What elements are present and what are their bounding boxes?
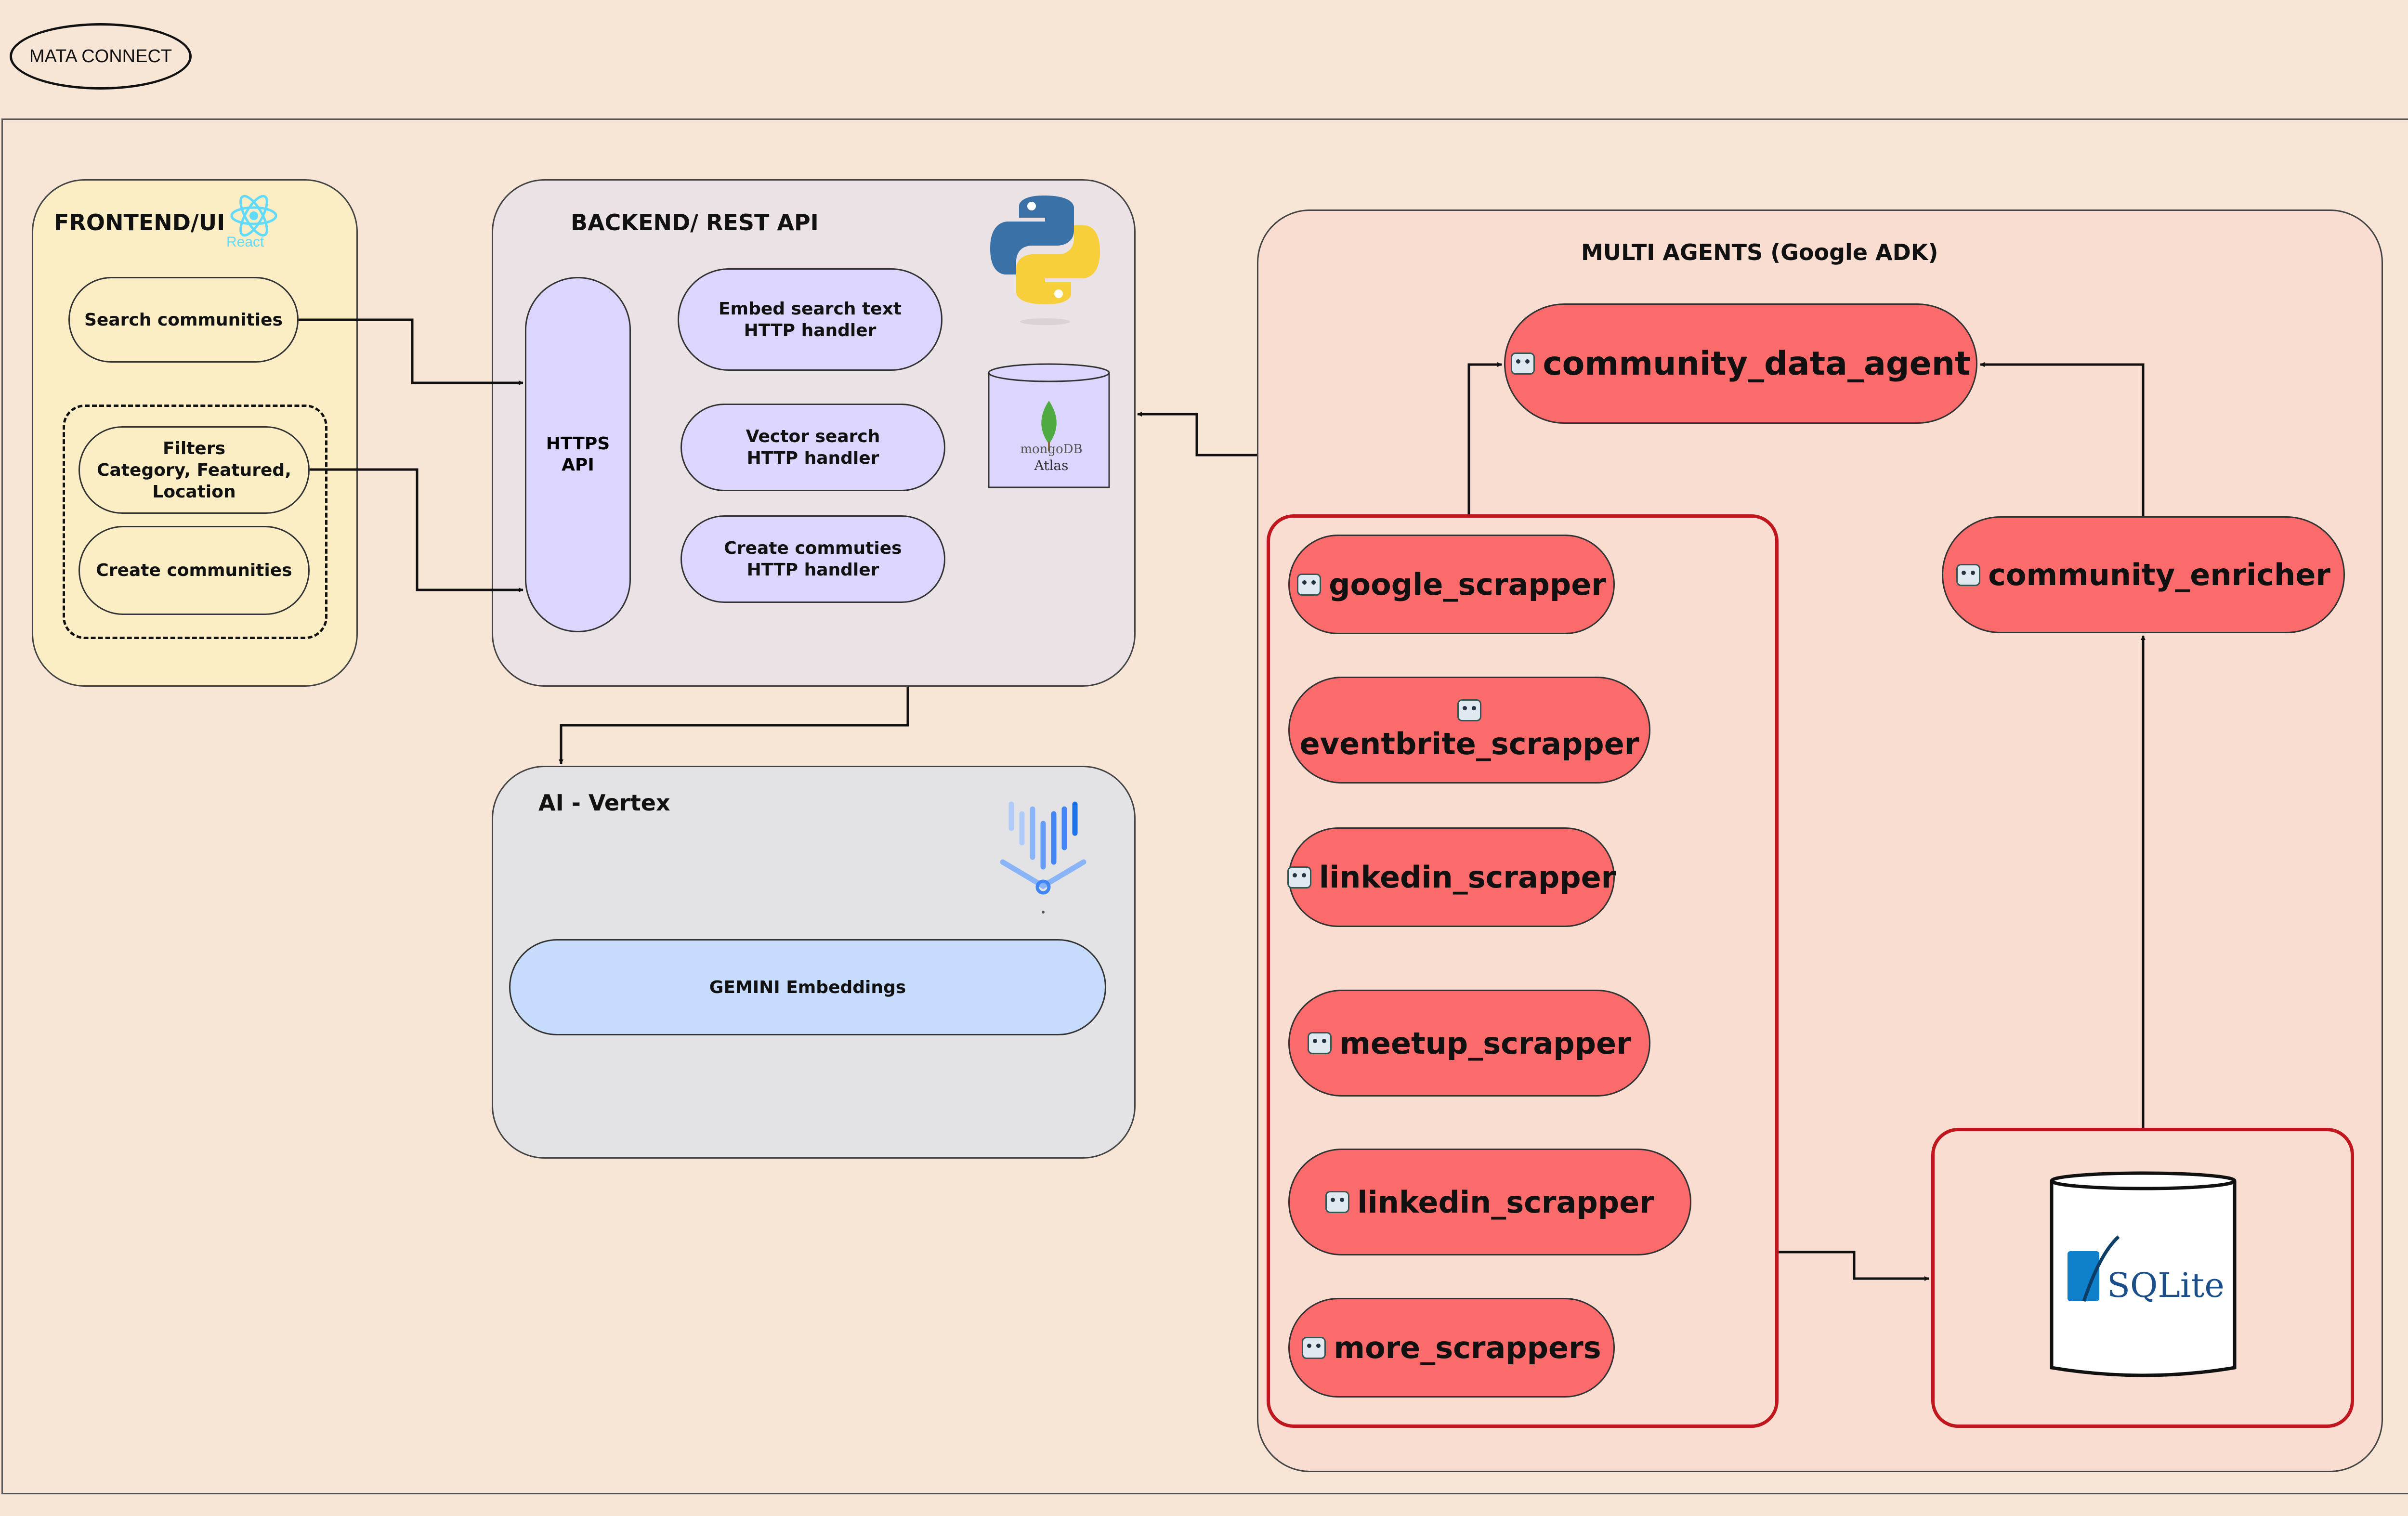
community-data-agent-node: community_data_agent — [1504, 303, 1977, 424]
vector-search-handler-node: Vector search HTTP handler — [681, 404, 945, 491]
frontend-actions-group — [63, 405, 327, 639]
sqlite-database-icon — [2049, 1170, 2237, 1382]
create-handler-sub: HTTP handler — [746, 560, 879, 580]
sqlite-storage-group — [1931, 1128, 2354, 1428]
create-communities-label: Create communities — [96, 561, 292, 580]
robot-icon — [1325, 1191, 1350, 1213]
embed-handler-sub: HTTP handler — [744, 320, 877, 340]
linkedin-scrapper-2-label: linkedin_scrapper — [1357, 1184, 1654, 1220]
linkedin-scrapper-label: linkedin_scrapper — [1319, 860, 1616, 895]
robot-icon — [1956, 563, 1981, 586]
robot-icon — [1287, 866, 1311, 889]
robot-icon — [1302, 1336, 1326, 1359]
create-handler-title: Create commuties — [724, 538, 902, 558]
meetup-scrapper-label: meetup_scrapper — [1339, 1025, 1631, 1061]
community-data-agent-label: community_data_agent — [1543, 344, 1971, 383]
robot-icon — [1297, 573, 1322, 596]
filters-label: Filters — [162, 438, 226, 458]
more-scrappers-label: more_scrappers — [1334, 1330, 1601, 1365]
diagram-frame — [1, 118, 2408, 1494]
scrappers-group — [1267, 514, 1779, 1428]
filters-node: Filters Category, Featured, Location — [79, 426, 310, 514]
google-scrapper-node: google_scrapper — [1288, 535, 1615, 634]
vertex-ai-icon — [997, 795, 1103, 920]
meetup-scrapper-node: meetup_scrapper — [1288, 990, 1650, 1097]
sqlite-label: SQLite — [2107, 1266, 2225, 1305]
robot-icon — [1511, 353, 1535, 375]
search-communities-label: Search communities — [84, 310, 283, 330]
community-enricher-label: community_enricher — [1988, 557, 2330, 592]
vector-handler-sub: HTTP handler — [746, 448, 879, 468]
community-enricher-node: community_enricher — [1942, 516, 2345, 633]
gemini-embeddings-node: GEMINI Embeddings — [509, 939, 1106, 1035]
vector-handler-title: Vector search — [746, 427, 880, 446]
create-communities-node: Create communities — [79, 526, 310, 615]
create-communities-handler-node: Create commuties HTTP handler — [681, 515, 945, 603]
google-scrapper-label: google_scrapper — [1329, 567, 1606, 602]
filters-location-label: Location — [152, 482, 236, 502]
search-communities-node: Search communities — [68, 277, 299, 363]
ai-vertex-title: AI - Vertex — [538, 790, 670, 816]
more-scrappers-node: more_scrappers — [1288, 1298, 1615, 1398]
mongodb-atlas-label: Atlas — [1034, 457, 1069, 473]
python-icon — [987, 192, 1103, 331]
linkedin-scrapper-node: linkedin_scrapper — [1287, 827, 1616, 927]
https-api-node: HTTPS API — [525, 277, 631, 632]
react-label: React — [226, 234, 264, 250]
react-icon — [227, 192, 280, 240]
https-label: HTTPS — [546, 434, 610, 454]
app-title: MATA CONNECT — [29, 46, 172, 66]
embed-handler-title: Embed search text — [718, 299, 902, 319]
embed-handler-node: Embed search text HTTP handler — [678, 268, 942, 371]
mongodb-brand: mongoDB — [1020, 442, 1083, 457]
backend-title: BACKEND/ REST API — [571, 209, 819, 235]
app-title-badge: MATA CONNECT — [10, 23, 192, 90]
filters-fields-label: Category, Featured, — [97, 460, 291, 480]
multi-agents-title: MULTI AGENTS (Google ADK) — [1581, 239, 1938, 265]
gemini-label: GEMINI Embeddings — [709, 977, 906, 997]
frontend-title: FRONTEND/UI — [54, 209, 225, 235]
robot-icon — [1308, 1032, 1332, 1054]
eventbrite-scrapper-label: eventbrite_scrapper — [1299, 726, 1639, 761]
robot-icon — [1457, 699, 1481, 721]
mongodb-database-icon — [987, 362, 1112, 492]
eventbrite-scrapper-node: eventbrite_scrapper — [1288, 677, 1650, 784]
api-label: API — [562, 455, 594, 475]
linkedin-scrapper-2-node: linkedin_scrapper — [1288, 1149, 1691, 1255]
